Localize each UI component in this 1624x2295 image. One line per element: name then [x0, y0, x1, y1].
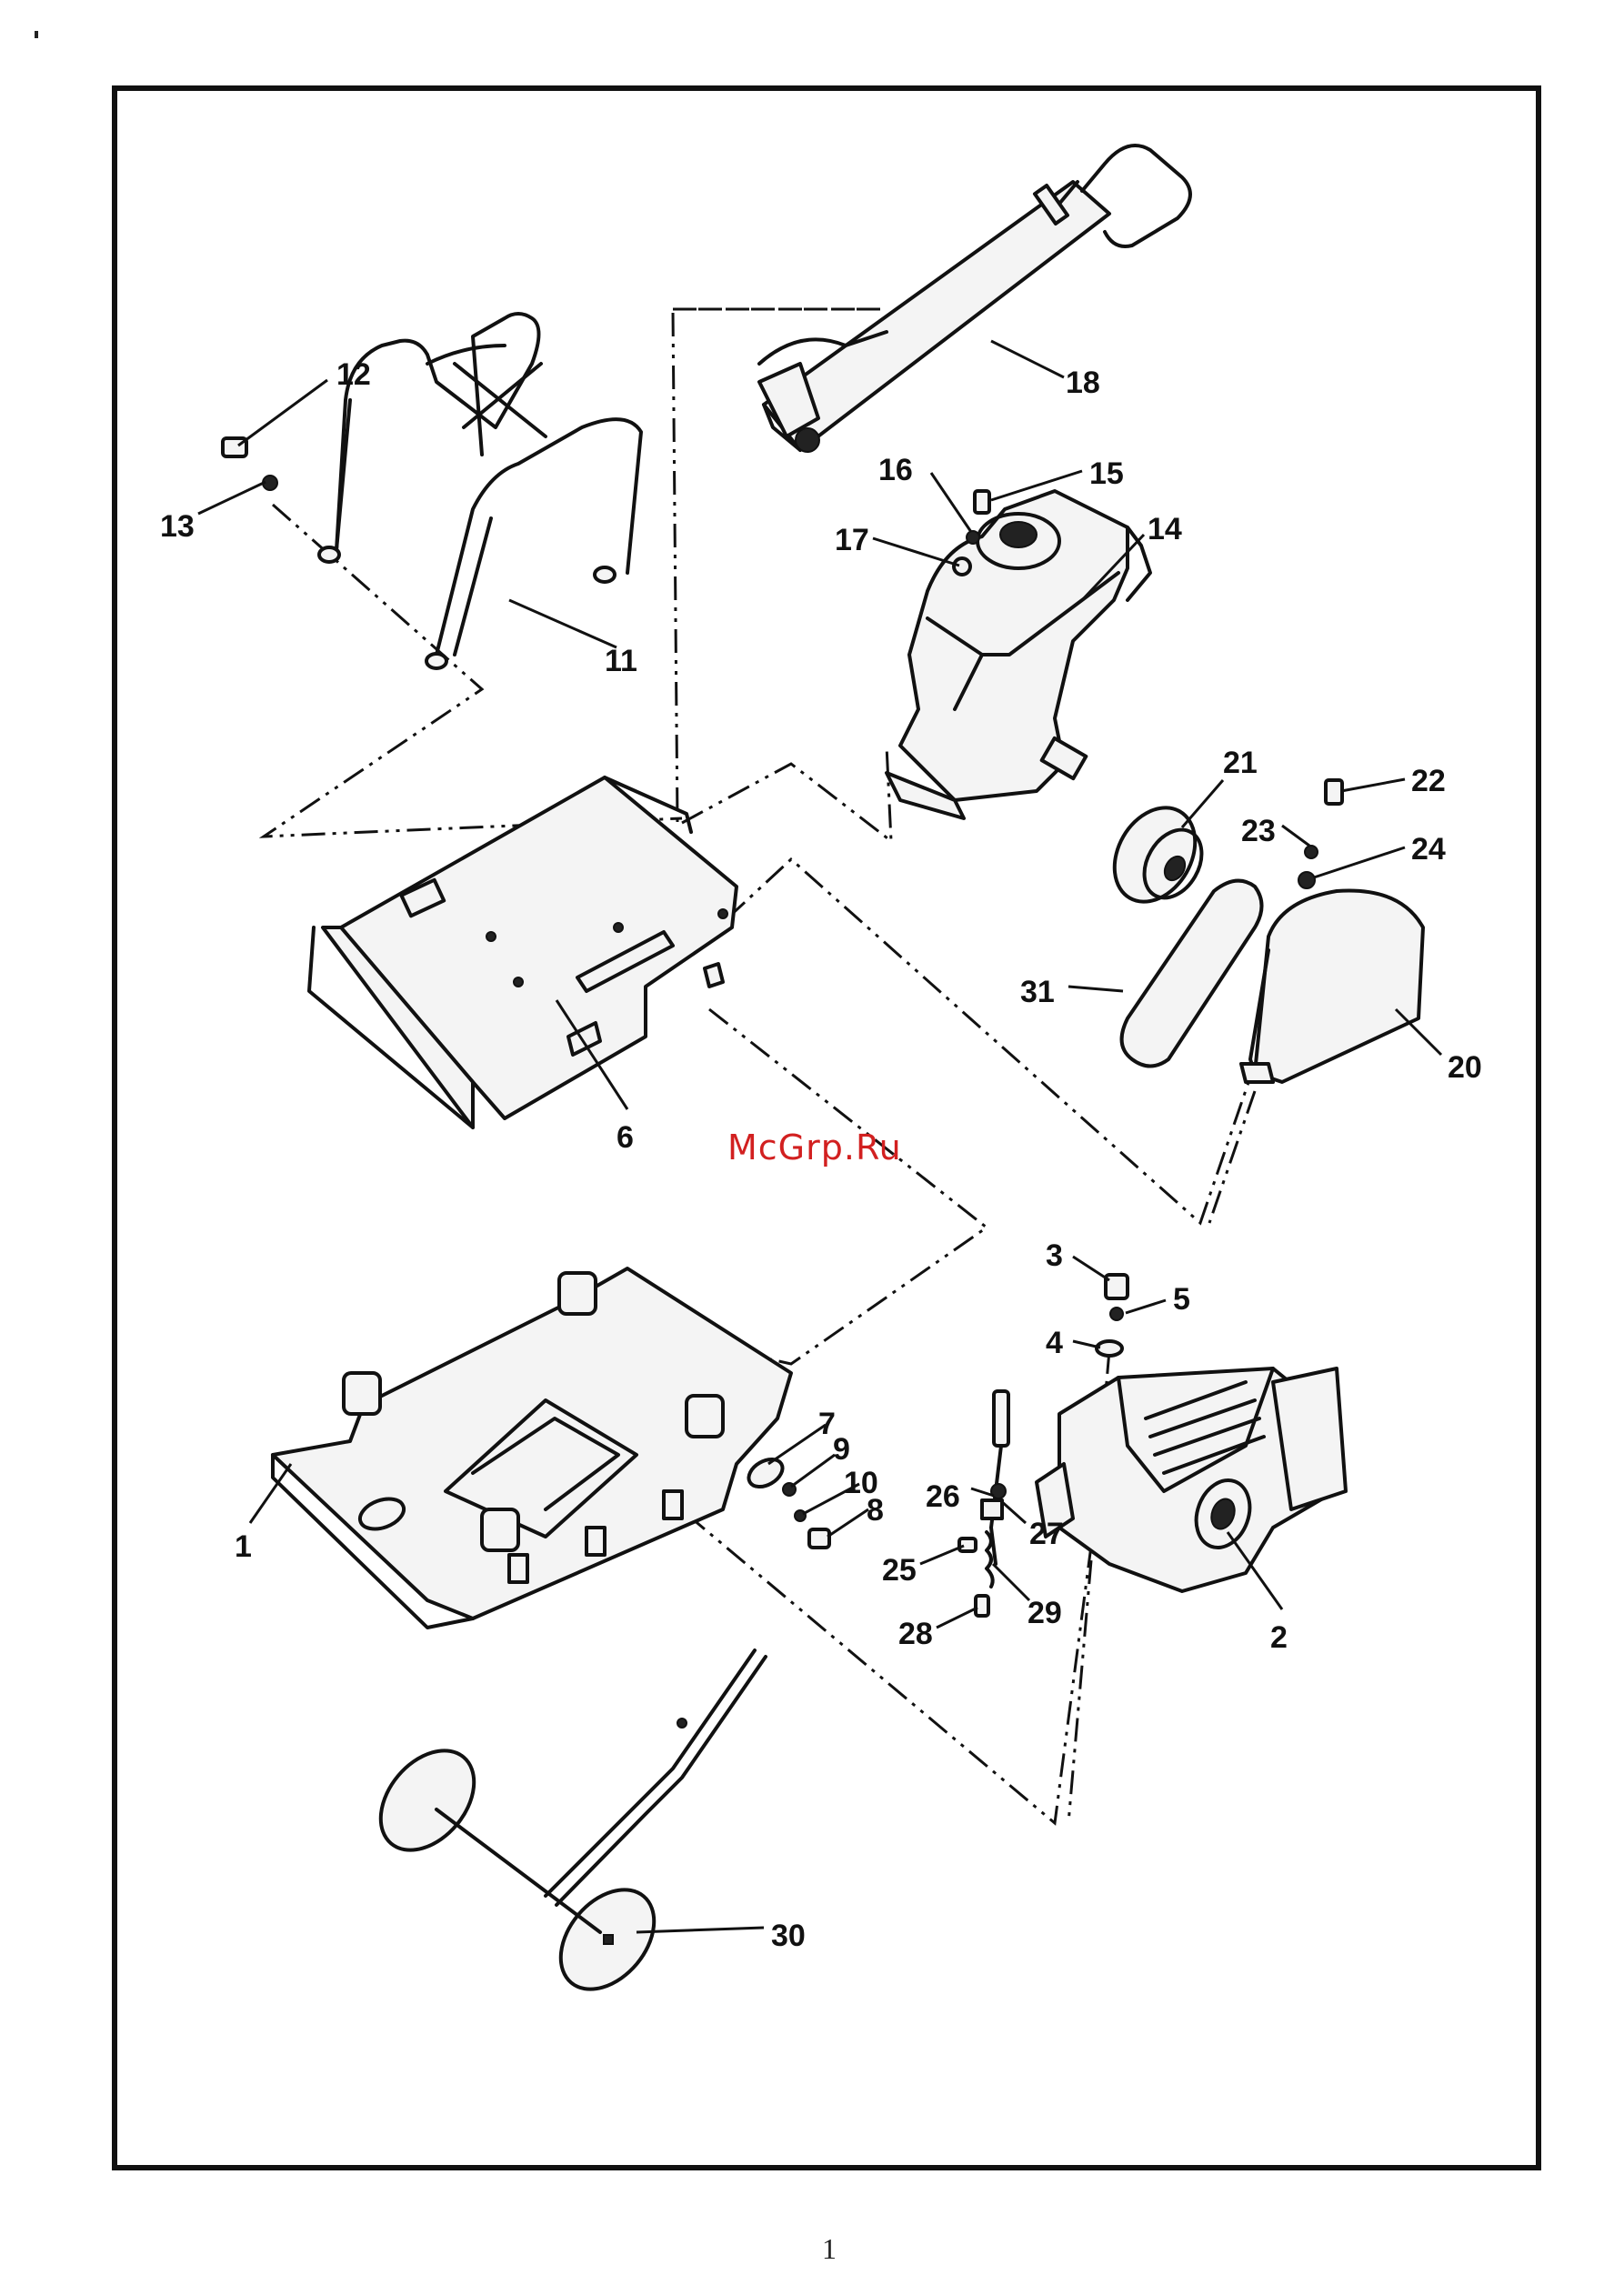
part-v-belt	[1122, 881, 1262, 1067]
part-engine	[887, 491, 1150, 818]
part-guard-bolts	[1298, 780, 1342, 888]
callout-2: 2	[1270, 1620, 1288, 1655]
part-handle-rail	[759, 145, 1190, 452]
part-exciter-bolts	[1097, 1275, 1128, 1356]
callout-10: 10	[844, 1466, 878, 1500]
callout-29: 29	[1028, 1596, 1062, 1630]
callout-6: 6	[617, 1120, 634, 1155]
part-handle-bolt	[223, 438, 277, 490]
callout-9: 9	[833, 1432, 850, 1467]
callout-17: 17	[835, 523, 869, 557]
callout-11: 11	[605, 644, 637, 678]
callout-4: 4	[1046, 1326, 1063, 1360]
callout-5: 5	[1173, 1282, 1190, 1317]
part-throttle-linkage	[959, 1391, 1008, 1616]
callout-31: 31	[1020, 975, 1055, 1009]
callout-23: 23	[1241, 814, 1276, 848]
callout-12: 12	[336, 357, 371, 392]
watermark: McGrp.Ru	[727, 1127, 902, 1168]
callout-27: 27	[1029, 1517, 1064, 1551]
chain-frame-to-engine	[682, 746, 891, 841]
part-base-plate	[273, 1268, 791, 1628]
callout-24: 24	[1411, 832, 1446, 867]
part-exciter	[1037, 1368, 1346, 1591]
callout-30: 30	[771, 1919, 806, 1953]
callout-3: 3	[1046, 1238, 1063, 1273]
callout-26: 26	[926, 1479, 960, 1514]
callout-25: 25	[882, 1553, 917, 1588]
callout-13: 13	[160, 509, 195, 544]
part-transport-wheels	[362, 1650, 766, 2007]
callout-20: 20	[1448, 1050, 1482, 1085]
page-number: 1	[822, 2232, 837, 2266]
callout-16: 16	[878, 453, 913, 487]
callout-1: 1	[235, 1529, 252, 1564]
callout-15: 15	[1089, 456, 1124, 491]
callout-18: 18	[1066, 366, 1100, 400]
callout-22: 22	[1411, 764, 1446, 798]
callout-21: 21	[1223, 746, 1258, 780]
part-belt-guard	[1241, 891, 1423, 1083]
callout-14: 14	[1148, 512, 1182, 546]
callout-28: 28	[898, 1617, 933, 1651]
part-engine-base-frame	[309, 777, 737, 1127]
chain-belt-guard-to-exciter	[1209, 1091, 1255, 1223]
